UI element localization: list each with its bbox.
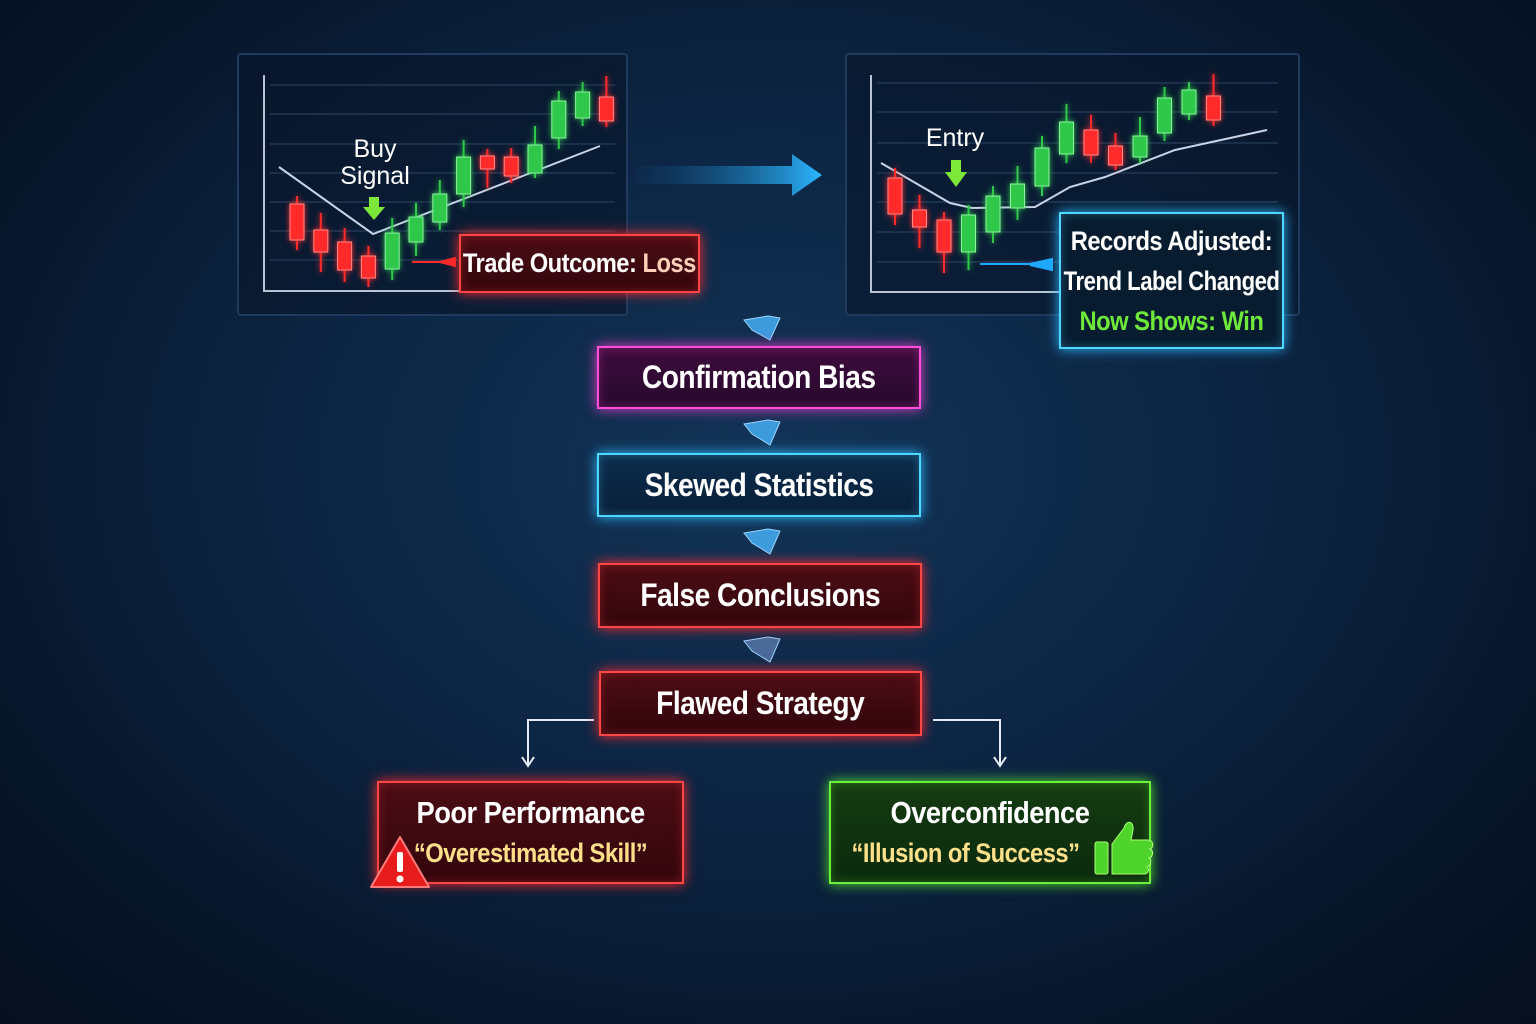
candle-body	[985, 195, 1001, 233]
bullish-candle	[1157, 87, 1172, 141]
bullish-candle	[408, 203, 424, 256]
candle-body	[1181, 89, 1197, 115]
bullish-candle	[1181, 82, 1197, 120]
right-axis	[870, 75, 1060, 293]
outcome-title: Overconfidence	[890, 794, 1090, 830]
entry-label: Entry	[925, 124, 985, 152]
buy-signal-arrow-icon	[363, 197, 385, 220]
branch-line-left	[527, 719, 594, 765]
candle-body	[456, 156, 472, 195]
outcome-title: Poor Performance	[416, 794, 645, 830]
candle-body	[479, 155, 495, 170]
down-arrow-icon	[743, 315, 781, 341]
down-arrow-icon	[743, 419, 781, 446]
candle-body	[912, 209, 927, 228]
bullish-candle	[456, 140, 472, 207]
candle-body	[1132, 135, 1148, 158]
bearish-candle	[479, 149, 495, 188]
records-adjusted-callout: Records Adjusted: Trend Label Changed No…	[1059, 212, 1284, 349]
buy-signal-label: Buy Signal	[330, 136, 420, 190]
records-line2: Trend Label Changed	[1063, 265, 1280, 296]
thumbs-up-icon	[1094, 821, 1154, 875]
records-line1: Records Adjusted:	[1070, 225, 1273, 256]
step-label: Skewed Statistics	[644, 466, 874, 503]
bullish-candle	[1010, 166, 1025, 220]
step-skewed-statistics: Skewed Statistics	[597, 453, 921, 517]
left-trend-line	[278, 145, 601, 236]
bearish-candle	[1108, 133, 1123, 170]
bullish-candle	[575, 82, 591, 126]
candle-body	[360, 255, 376, 279]
bearish-candle	[313, 213, 329, 272]
candle-body	[432, 193, 448, 223]
candle-body	[936, 219, 952, 253]
bullish-candle	[1059, 104, 1074, 163]
step-flawed-strategy: Flawed Strategy	[599, 671, 922, 736]
branch-line-right	[933, 719, 1001, 765]
candle-body	[1010, 183, 1025, 209]
candle-body	[1157, 97, 1172, 134]
trade-outcome-label: Trade Outcome:	[463, 248, 643, 278]
records-pointer-arrow	[980, 257, 1053, 272]
candle-body	[598, 96, 614, 122]
candle-body	[1206, 95, 1221, 121]
trade-outcome-value: Loss	[642, 248, 697, 278]
candle-body	[961, 214, 976, 253]
step-label: False Conclusions	[640, 577, 880, 613]
candle-body	[527, 144, 543, 174]
candle-body	[337, 241, 353, 271]
bearish-candle	[912, 195, 927, 248]
bearish-candle	[360, 246, 376, 287]
step-confirmation-bias: Confirmation Bias	[597, 346, 921, 409]
candle-body	[1108, 145, 1123, 166]
bearish-candle	[289, 196, 305, 250]
bearish-candle	[936, 212, 952, 273]
entry-arrow-icon	[945, 160, 967, 187]
trade-outcome-badge: Trade Outcome: Loss	[459, 234, 700, 293]
bullish-candle	[551, 91, 567, 149]
left-axis	[263, 75, 460, 292]
down-arrow-icon	[743, 636, 781, 663]
bullish-candle	[384, 218, 400, 280]
buy-signal-line1: Buy	[353, 135, 397, 163]
loss-pointer-arrow	[412, 256, 456, 268]
candle-body	[551, 100, 567, 139]
bullish-candle	[1132, 117, 1148, 163]
outcome-subtitle: “Overestimated Skill”	[413, 837, 648, 868]
outcome-poor-performance: Poor Performance “Overestimated Skill”	[377, 781, 684, 884]
bullish-candle	[985, 186, 1001, 243]
candle-body	[289, 203, 305, 241]
candle-body	[887, 177, 903, 215]
bullish-candle	[1034, 136, 1050, 196]
step-false-conclusions: False Conclusions	[598, 563, 922, 628]
bullish-candle	[432, 180, 448, 230]
right-trend-line	[880, 129, 1268, 210]
candle-body	[408, 216, 424, 243]
bearish-candle	[598, 76, 614, 127]
records-line3: Now Shows: Win	[1079, 305, 1264, 336]
step-label: Flawed Strategy	[656, 685, 865, 721]
bearish-candle	[887, 168, 903, 225]
candle-body	[503, 156, 519, 177]
candle-body	[575, 91, 591, 119]
outcome-subtitle: “Illusion of Success”	[851, 837, 1079, 868]
transition-arrow-icon	[636, 154, 822, 196]
candle-body	[384, 232, 400, 270]
bullish-candle	[527, 126, 543, 178]
candle-body	[1034, 147, 1050, 187]
bearish-candle	[503, 148, 519, 183]
bullish-candle	[961, 205, 976, 270]
buy-signal-line2: Signal	[340, 162, 410, 190]
warning-icon	[370, 836, 430, 888]
bearish-candle	[337, 228, 353, 282]
candle-body	[1059, 121, 1074, 155]
step-label: Confirmation Bias	[642, 359, 876, 395]
candle-body	[1083, 129, 1099, 156]
bearish-candle	[1083, 115, 1099, 163]
down-arrow-icon	[743, 528, 781, 555]
bearish-candle	[1206, 74, 1221, 126]
candle-body	[313, 229, 329, 253]
